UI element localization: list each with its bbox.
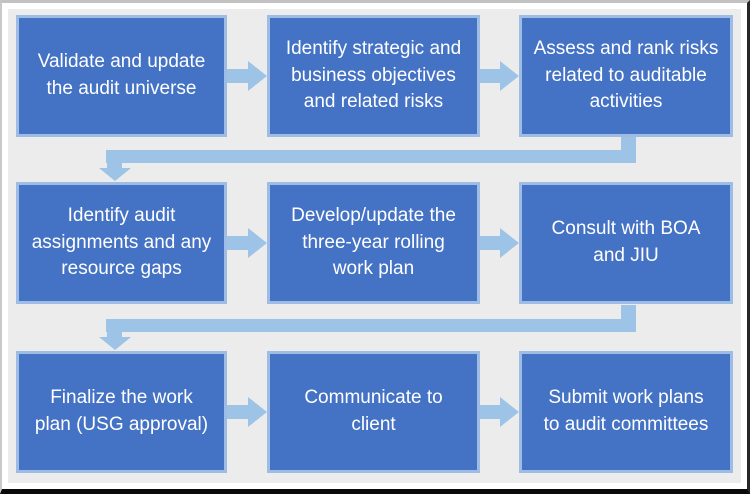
arrow-shaft [227,236,248,250]
step-label: Finalize the work plan (USG approval) [34,387,209,435]
flow-step-identify-objectives-risks: Identify strategic and business objectiv… [267,15,480,137]
arrow-right-step4-to-step5-icon [227,228,267,258]
arrow-shaft [480,236,500,250]
step-label: Validate and update the audit universe [37,51,206,99]
arrow-right-step2-to-step3-icon [480,61,519,91]
step-label: Develop/update the three-year rolling wo… [291,204,456,280]
arrow-right-head-icon [248,61,267,91]
arrow-right-step7-to-step8-icon [227,397,267,427]
flow-step-develop-work-plan: Develop/update the three-year rolling wo… [267,182,480,304]
arrow-right-step8-to-step9-icon [480,397,519,427]
elbow-horizontal-bar [106,319,636,332]
flow-step-finalize-work-plan: Finalize the work plan (USG approval) [16,351,227,473]
elbow-horizontal-bar [106,150,636,163]
flow-step-identify-audit-assignments: Identify audit assignments and any resou… [16,182,227,304]
flow-step-communicate-to-client: Communicate to client [267,351,480,473]
flow-step-submit-work-plans: Submit work plans to audit committees [519,351,733,473]
arrow-down-head-icon [99,168,131,181]
arrow-shaft [480,405,500,419]
arrow-right-head-icon [248,397,267,427]
arrow-right-head-icon [500,228,519,258]
step-label: Identify audit assignments and any resou… [31,204,212,280]
arrow-right-step5-to-step6-icon [480,228,519,258]
step-label: Communicate to client [304,387,443,435]
elbow-arrow-row1-to-row2-icon [99,136,651,196]
step-label: Consult with BOA and JIU [551,218,701,266]
arrow-shaft [227,69,248,83]
flow-step-validate-audit-universe: Validate and update the audit universe [16,15,227,137]
flow-step-consult-boa-jiu: Consult with BOA and JIU [519,182,733,304]
step-label: Submit work plans to audit committees [543,387,709,435]
arrow-right-head-icon [500,397,519,427]
arrow-shaft [480,69,500,83]
arrow-shaft [227,405,248,419]
flowchart-canvas: Validate and update the audit universe I… [8,9,741,483]
elbow-arrow-row2-to-row3-icon [99,305,651,365]
flow-step-assess-rank-risks: Assess and rank risks related to auditab… [519,15,733,137]
step-label: Identify strategic and business objectiv… [285,37,462,113]
arrow-down-head-icon [99,337,131,350]
arrow-right-step1-to-step2-icon [227,61,267,91]
elbow-vertical-to-step7 [107,319,122,337]
elbow-vertical-to-step4 [107,150,122,168]
arrow-right-head-icon [500,61,519,91]
step-label: Assess and rank risks related to auditab… [533,37,719,113]
arrow-right-head-icon [248,228,267,258]
